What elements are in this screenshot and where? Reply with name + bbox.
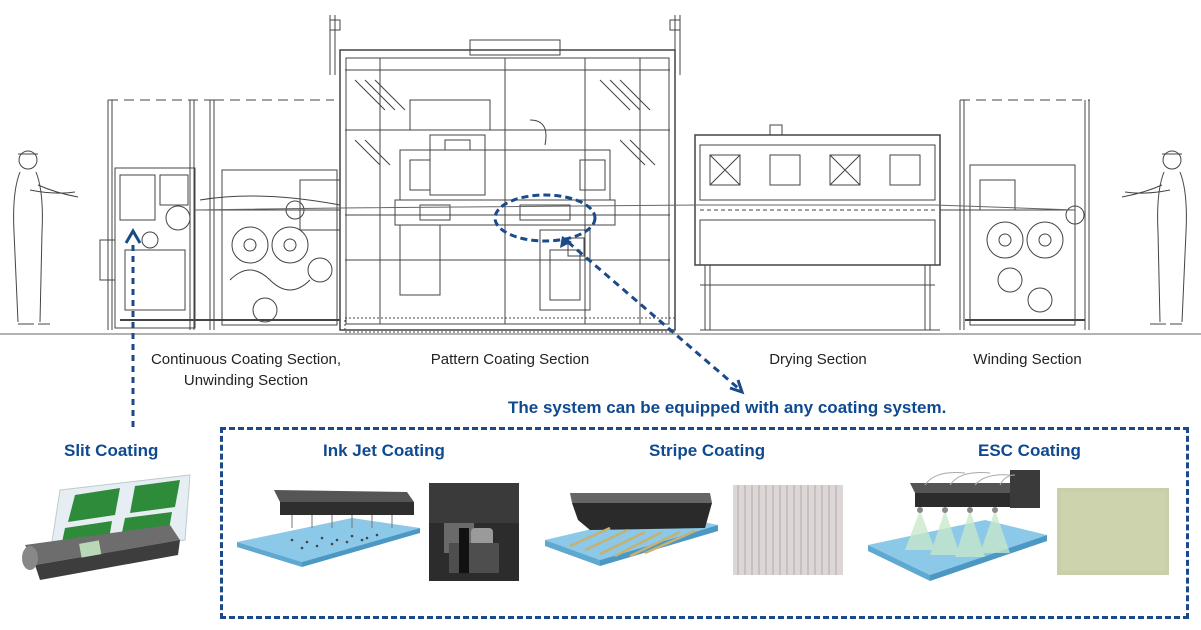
continuous-section-label-line2: Unwinding Section	[183, 372, 309, 389]
pattern-coating-section	[329, 15, 681, 333]
operator-right-figure	[1121, 150, 1187, 325]
pattern-section-label: Pattern Coating Section	[430, 351, 590, 368]
note-arrow	[567, 240, 739, 390]
stripe-coating-illustration	[545, 493, 718, 566]
coating-machine-drawing	[0, 15, 1201, 395]
operator-left-figure	[13, 150, 79, 325]
coating-system-note: The system can be equipped with any coat…	[508, 398, 947, 417]
drying-section	[694, 124, 941, 331]
continuous-section-label: Continuous Coating Section, Unwinding Se…	[130, 349, 362, 391]
coating-head-highlight	[493, 193, 597, 243]
slit-arrow	[124, 228, 142, 427]
inkjet-sample-photo	[429, 483, 519, 581]
winding-section-label: Winding Section	[973, 351, 1082, 368]
slit-coating-illustration	[22, 474, 191, 580]
stripe-coating-title: Stripe Coating	[649, 441, 766, 460]
unwinding-section	[99, 99, 341, 330]
inkjet-coating-illustration	[237, 490, 420, 567]
esc-sample-photo	[1057, 488, 1169, 575]
stripe-sample-photo	[733, 485, 843, 575]
winding-section	[940, 99, 1090, 330]
coating-options-box	[220, 427, 1189, 619]
slit-coating-title: Slit Coating	[64, 441, 159, 460]
esc-coating-title: ESC Coating	[978, 441, 1081, 460]
esc-coating-illustration	[868, 470, 1047, 581]
drying-section-label: Drying Section	[769, 351, 867, 368]
inkjet-coating-title: Ink Jet Coating	[323, 441, 445, 460]
continuous-section-label-line1: Continuous Coating Section,	[150, 351, 342, 368]
